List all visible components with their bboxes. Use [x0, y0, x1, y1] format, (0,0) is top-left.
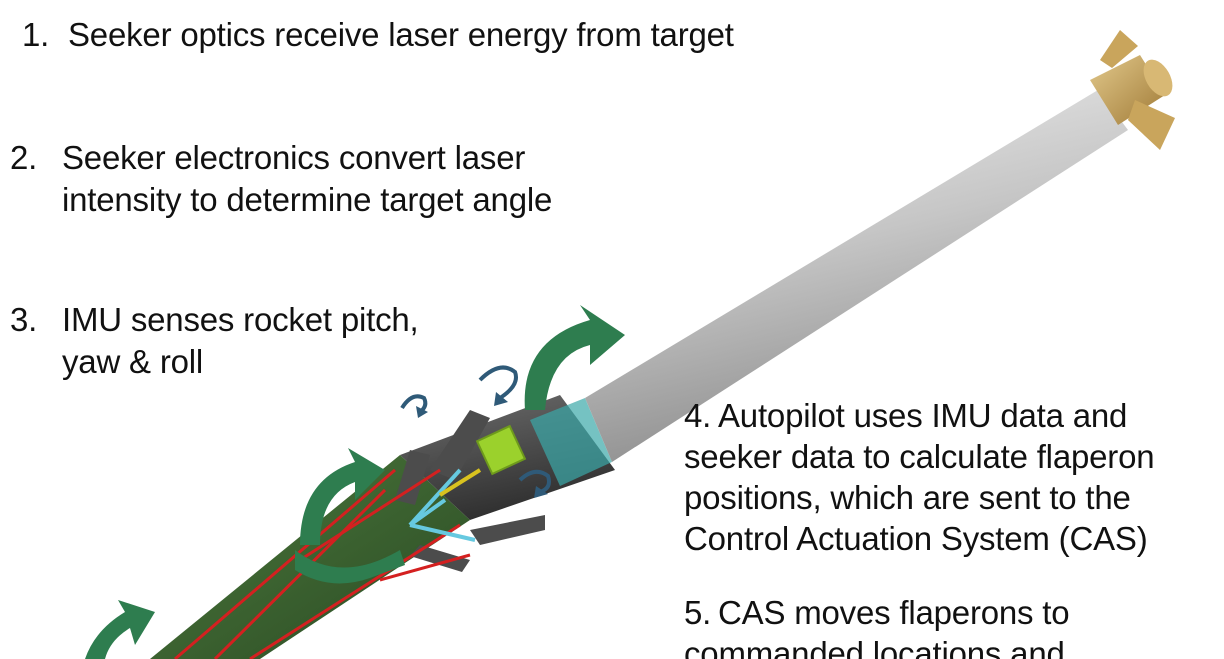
step-4-line-4: Control Actuation System (CAS): [684, 520, 1148, 557]
step-5-number: 5.: [684, 594, 712, 631]
nose-cone: [150, 455, 470, 659]
step-5-line-1: CAS moves flaperons to: [718, 594, 1070, 631]
rocket-tail: [1090, 30, 1175, 150]
flaperons: [395, 410, 545, 572]
step-4-line-3: positions, which are sent to the: [684, 479, 1131, 516]
step-2-line-2: intensity to determine target angle: [62, 181, 553, 218]
step-2: 2. Seeker electronics convert laser inten…: [10, 137, 552, 221]
imu-block-icon: [475, 424, 527, 476]
imu-rotation-arrows: [400, 365, 551, 494]
step-4-number: 4.: [684, 397, 712, 434]
axis-arrows: [408, 468, 476, 542]
step-3-line-1: IMU senses rocket pitch,: [62, 301, 419, 338]
yellow-vector: [438, 468, 482, 497]
laser-ray-icon: [174, 468, 471, 659]
step-3-line-2: yaw & roll: [62, 343, 204, 380]
step-4-line-1: Autopilot uses IMU data and: [718, 397, 1128, 434]
step-1-number: 1.: [22, 16, 50, 53]
rotation-arrow-icon: [85, 305, 625, 659]
step-5: 5.CAS moves flaperons to commanded locat…: [684, 592, 1070, 659]
imu-rotation-arrowheads: [416, 392, 548, 498]
step-1-line-1: Seeker optics receive laser energy from …: [68, 16, 734, 53]
step-2-line-1: Seeker electronics convert laser: [62, 139, 526, 176]
sensor-band: [530, 398, 612, 486]
rocket-tube: [585, 90, 1128, 462]
step-3-number: 3.: [10, 301, 38, 338]
step-2-number: 2.: [10, 139, 38, 176]
step-4: 4.Autopilot uses IMU data and seeker dat…: [684, 395, 1155, 559]
step-5-line-2: commanded locations and: [684, 635, 1065, 659]
step-1: 1. Seeker optics receive laser energy fro…: [22, 14, 734, 56]
step-3: 3. IMU senses rocket pitch, yaw & roll: [10, 299, 419, 383]
step-4-line-2: seeker data to calculate flaperon: [684, 438, 1155, 475]
